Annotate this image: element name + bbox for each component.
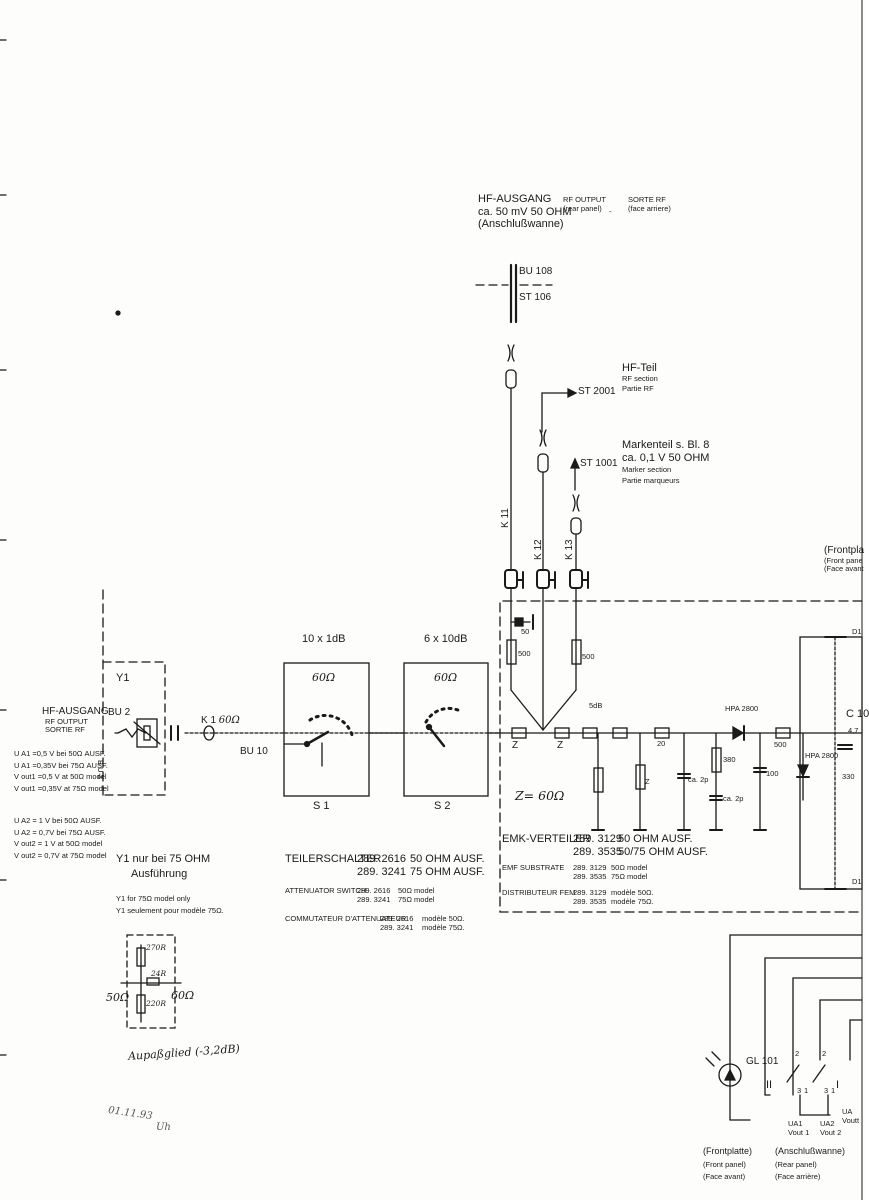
pad-right-imp: 60Ω xyxy=(171,989,195,1002)
voltage-specs-2: U A2 = 1 V bei 50Ω AUSF.U A2 = 0,7V bei … xyxy=(14,816,107,860)
switch-pin-3a: 3 xyxy=(797,1086,802,1095)
cable-k11-label: K 11 xyxy=(500,508,511,528)
impedance-z3-label: Z xyxy=(645,777,650,786)
voltage-specs-1: U A1 =0,5 V bei 50Ω AUSF.U A1 =0,35V bei… xyxy=(14,749,109,793)
connector-st1001: ST 1001 xyxy=(580,458,618,469)
c47-label: 4,7 xyxy=(848,726,859,735)
resistor-500a-label: 500 xyxy=(518,649,531,658)
cap-2p-a-label: ca. 2p xyxy=(688,775,709,784)
cable-k12-label: K 12 xyxy=(533,539,544,560)
s2-name: S 2 xyxy=(434,800,451,812)
connector-st2001: ST 2001 xyxy=(578,386,616,397)
teilerschalter-de: TEILERSCHALTER xyxy=(285,853,382,865)
cap-100-label: 100 xyxy=(766,769,779,778)
pad-r1: 270R xyxy=(146,943,166,952)
switch-label-ii: II xyxy=(766,1079,773,1091)
hf-output-top-en: RF OUTPUT(rear panel) xyxy=(563,195,606,213)
resistor-20-label: 20 xyxy=(657,739,666,748)
cap-2p-b-label: ca. 2p xyxy=(723,794,744,803)
attenuator-switch-en: ATTENUATOR SWITCH xyxy=(285,886,367,895)
left-hf-output: HF-AUSGANG RF OUTPUT SORTIE RF xyxy=(42,706,109,735)
connector-st106: ST 106 xyxy=(519,292,552,303)
s1-name: S 1 xyxy=(313,800,330,812)
d1-bottom-label: D1 xyxy=(852,877,862,886)
switch-pin-2a: 2 xyxy=(795,1049,800,1058)
emk-vals-de: 50 OHM AUSF.50/75 OHM AUSF. xyxy=(618,833,708,858)
commutateur-fr: COMMUTATEUR D'ATTENUATEUR xyxy=(285,914,407,923)
attenuation-5db-label: 5dB xyxy=(589,701,603,710)
diode-hpa-b-label: HPA 2800 xyxy=(805,751,839,760)
cap-330-label: 330 xyxy=(842,772,855,781)
diode-hpa-a-label: HPA 2800 xyxy=(725,704,759,713)
hf-output-top-fr: SORTE RF(face arriere) xyxy=(628,195,671,213)
pad-r2: 24R xyxy=(151,969,167,978)
switch-pin-3b: 3 xyxy=(824,1086,829,1095)
indicator-gl101: GL 101 xyxy=(746,1056,779,1067)
s2-title: 6 x 10dB xyxy=(424,633,468,645)
resistor-50-label: 50 xyxy=(521,627,530,636)
connector-bu108: BU 108 xyxy=(519,266,553,277)
resistor-500c-label: 500 xyxy=(774,740,787,749)
switch-pin-1b: 1 xyxy=(831,1086,836,1095)
teilerschalter-vals-de: 50 OHM AUSF.75 OHM AUSF. xyxy=(410,853,485,878)
pad-r3: 220R xyxy=(146,999,166,1008)
d1-top-label: D1 xyxy=(852,627,862,636)
impedance-z2-label: Z xyxy=(557,740,564,751)
impedance-z1-label: Z xyxy=(512,740,519,751)
anschlusswanne-label: (Anschlußwanne)(Rear panel)(Face arrière… xyxy=(775,1146,846,1181)
hf-output-top-dash: - xyxy=(609,207,612,216)
cable-k1-label: K 1 60Ω xyxy=(201,715,240,726)
resistor-380-label: 380 xyxy=(723,755,736,764)
signature: Uh xyxy=(156,1122,171,1133)
cable-k13-label: K 13 xyxy=(564,539,575,560)
distributor-impedance: Z= 60Ω xyxy=(515,788,565,803)
c10-label: C 10 xyxy=(846,708,869,720)
emk-vals-fr: modèle 50Ω.modèle 75Ω. xyxy=(611,888,654,906)
emk-verteiler-fr: DISTRIBUTEUR FEM xyxy=(502,888,576,897)
s1-title: 10 x 1dB xyxy=(302,633,346,645)
connector-bu10: BU 10 xyxy=(240,746,268,757)
emk-verteiler-en: EMF SUBSTRATE xyxy=(502,863,565,872)
y1-label: Y1 xyxy=(116,672,130,684)
frontpanel-top-label: (Frontpla(Front pane(Face avant xyxy=(824,545,865,574)
switch-pin-2b: 2 xyxy=(822,1049,827,1058)
resistor-500b-label: 500 xyxy=(582,652,595,661)
commutateur-vals-fr: modèle 50Ω.modèle 75Ω. xyxy=(422,914,465,932)
switch-label-i: I xyxy=(836,1079,840,1091)
s1-impedance: 60Ω xyxy=(312,671,336,684)
switch-pin-1a: 1 xyxy=(804,1086,809,1095)
emk-verteiler-de: EMK-VERTEILER xyxy=(502,833,591,845)
s2-impedance: 60Ω xyxy=(434,671,458,684)
frontplatte-label: (Frontplatte)(Front panel)(Face avant) xyxy=(703,1146,753,1181)
connector-bu2: BU 2 xyxy=(108,707,131,718)
pad-left-imp: 50Ω xyxy=(106,991,130,1004)
